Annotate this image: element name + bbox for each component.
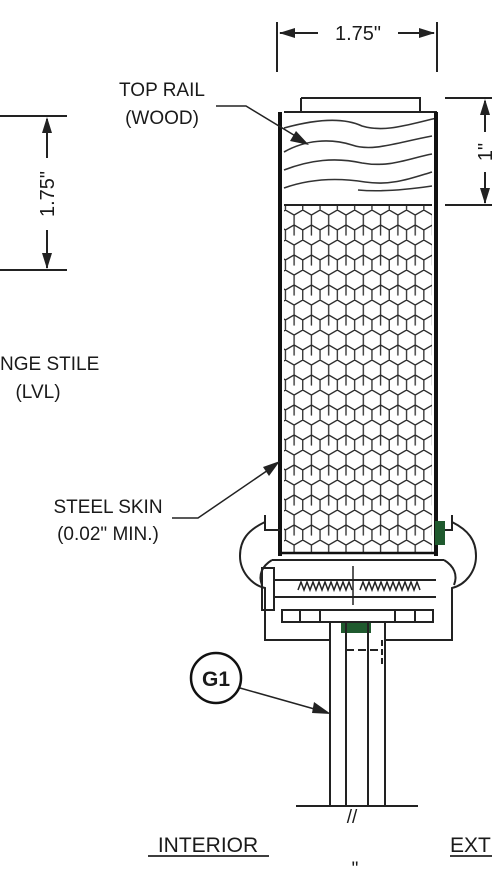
top-rail-wood: [283, 97, 438, 206]
right-height-dimension: 1": [445, 97, 492, 206]
top-width-label: 1.75": [335, 23, 381, 45]
interior-side-label: INTERIOR: [148, 834, 269, 857]
right-height-label: 1": [475, 143, 492, 161]
top-rail-label-line2: (WOOD): [125, 108, 199, 129]
g1-callout-label: G1: [202, 668, 230, 691]
left-height-dimension: 1.75": [0, 115, 67, 271]
hinge-stile-label-line2: (LVL): [15, 382, 60, 403]
honeycomb-core: [284, 205, 432, 553]
top-rail-leader: [216, 105, 309, 145]
steel-skin-label-line1: STEEL SKIN: [53, 497, 162, 518]
top-width-dimension: 1.75": [276, 22, 438, 72]
interior-label: INTERIOR: [158, 834, 258, 857]
steel-skin-label-line2: (0.02" MIN.): [57, 524, 159, 545]
glass-lite: [296, 622, 418, 807]
steel-skin-leader: [172, 461, 280, 519]
exterior-side-label: EXT: [450, 834, 492, 857]
top-rail-label-line1: TOP RAIL: [119, 80, 205, 101]
hinge-stile-label-line1: NGE STILE: [0, 354, 99, 375]
g1-callout: G1: [189, 651, 331, 714]
break-mark: //: [347, 807, 358, 828]
exterior-label: EXT: [450, 834, 491, 857]
spring-coil: [297, 566, 421, 605]
bottom-mark: ": [352, 859, 359, 867]
steel-skin: [278, 112, 438, 556]
left-height-label: 1.75": [37, 171, 59, 217]
